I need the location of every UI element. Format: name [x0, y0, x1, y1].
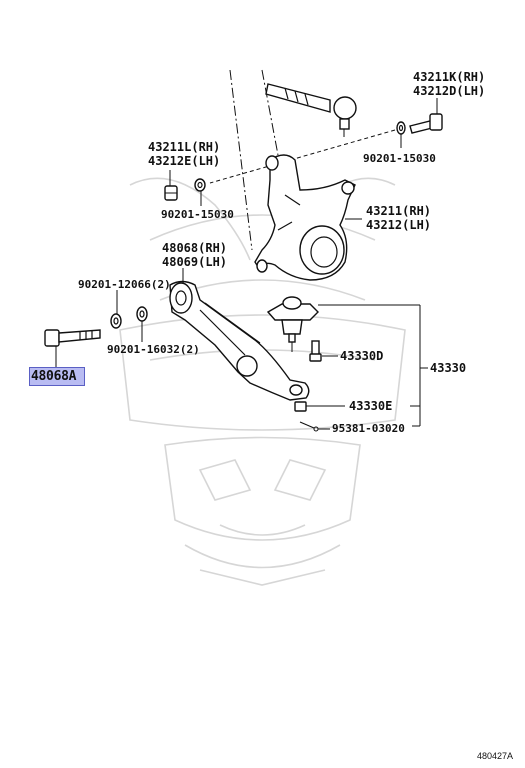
nut-43330e-icon: [294, 401, 307, 412]
nut-43211l-icon: [164, 185, 178, 201]
label-90201-15030-right: 90201-15030: [363, 152, 436, 165]
highlight-box-48068a[interactable]: [29, 367, 85, 386]
strut-tube: [229, 69, 279, 251]
label-90201-12066: 90201-12066(2): [78, 278, 171, 291]
label-43212: 43212(LH): [366, 218, 431, 232]
bolt-43330d-icon: [309, 340, 322, 362]
label-90201-16032: 90201-16032(2): [107, 343, 200, 356]
washer-90201-12066-icon: [110, 313, 122, 329]
ball-joint-43330: [266, 296, 319, 352]
washer-90201-16032-icon: [136, 306, 148, 322]
label-48068a-highlighted[interactable]: 48068A: [31, 369, 77, 384]
label-48068: 48068(RH): [162, 241, 227, 255]
label-95381-03020: 95381-03020: [332, 422, 405, 435]
label-43211k: 43211K(RH): [413, 70, 485, 84]
leader-lines: [116, 98, 438, 430]
lower-control-arm: [169, 280, 310, 401]
bolt-48068a-icon: [44, 329, 101, 367]
diagram-reference-code: 480427A: [477, 751, 514, 761]
label-43211l: 43211L(RH): [148, 140, 220, 154]
label-43330e: 43330E: [349, 399, 392, 413]
label-43330: 43330: [430, 361, 466, 375]
steering-knuckle: [254, 154, 356, 281]
bolt-43211k-icon: [409, 113, 443, 134]
washer-90201-15030-right-icon: [396, 121, 406, 135]
label-48069: 48069(LH): [162, 255, 227, 269]
washer-90201-15030-left-icon: [194, 178, 206, 192]
label-43211: 43211(RH): [366, 204, 431, 218]
label-43212d: 43212D(LH): [413, 84, 485, 98]
label-43212e: 43212E(LH): [148, 154, 220, 168]
label-90201-15030-left: 90201-15030: [161, 208, 234, 221]
tie-rod-end: [265, 83, 357, 137]
label-43330d: 43330D: [340, 349, 383, 363]
